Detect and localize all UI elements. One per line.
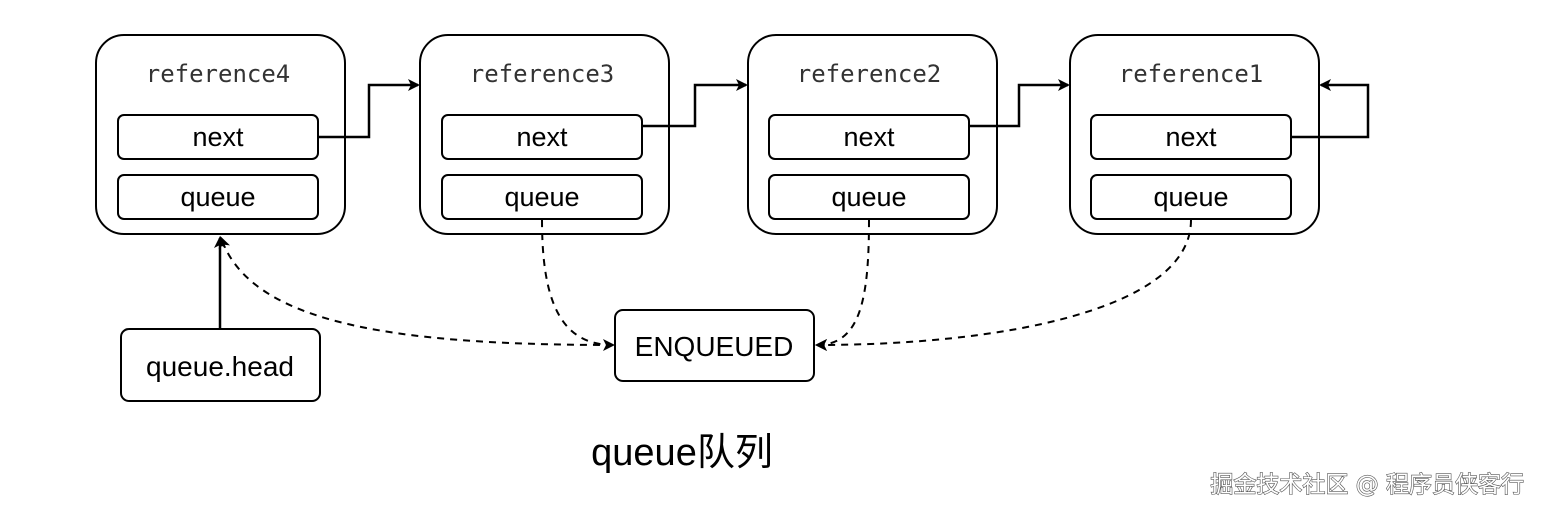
queue-link-ref2-enqueued xyxy=(815,219,870,351)
queue-link-ref4-enqueued xyxy=(218,236,614,346)
reference3-next-label: next xyxy=(516,122,568,152)
reference1-queue-field xyxy=(1090,174,1292,220)
next-arrow-ref2-to-ref1 xyxy=(969,79,1070,128)
reference2-next-label: next xyxy=(843,122,895,152)
next-arrow-ref1-self-loop xyxy=(1291,79,1370,139)
reference3-node: reference3 next queue xyxy=(419,34,670,235)
reference3-next-field xyxy=(441,114,643,160)
diagram-caption: queue队列 xyxy=(591,432,773,474)
reference4-queue-field xyxy=(117,174,319,220)
reference1-queue-label: queue xyxy=(1153,182,1228,212)
reference2-next-field xyxy=(768,114,970,160)
reference3-queue-field xyxy=(441,174,643,220)
reference3-title: reference3 xyxy=(470,60,615,88)
reference2-title: reference2 xyxy=(797,60,942,88)
reference4-queue-label: queue xyxy=(180,182,255,212)
reference4-node: reference4 next queue xyxy=(95,34,346,235)
enqueued-box: ENQUEUED xyxy=(614,309,815,382)
queue-link-ref3-enqueued xyxy=(541,219,615,351)
reference1-node: reference1 next queue xyxy=(1069,34,1320,235)
queue-head-label: queue.head xyxy=(146,351,294,382)
reference4-title: reference4 xyxy=(146,60,291,88)
watermark: 掘金技术社区 @ 程序员侠客行 xyxy=(1210,472,1524,498)
reference2-queue-field xyxy=(768,174,970,220)
queue-head-box: queue.head xyxy=(120,328,321,402)
reference4-next-label: next xyxy=(192,122,244,152)
reference1-title: reference1 xyxy=(1119,60,1264,88)
enqueued-label: ENQUEUED xyxy=(635,331,794,362)
queue-link-ref1-enqueued xyxy=(815,219,1192,351)
reference1-next-label: next xyxy=(1165,122,1217,152)
reference2-queue-label: queue xyxy=(831,182,906,212)
next-arrow-ref3-to-ref2 xyxy=(642,79,748,128)
reference3-queue-label: queue xyxy=(504,182,579,212)
next-arrow-ref4-to-ref3 xyxy=(318,79,420,139)
reference2-node: reference2 next queue xyxy=(747,34,998,235)
